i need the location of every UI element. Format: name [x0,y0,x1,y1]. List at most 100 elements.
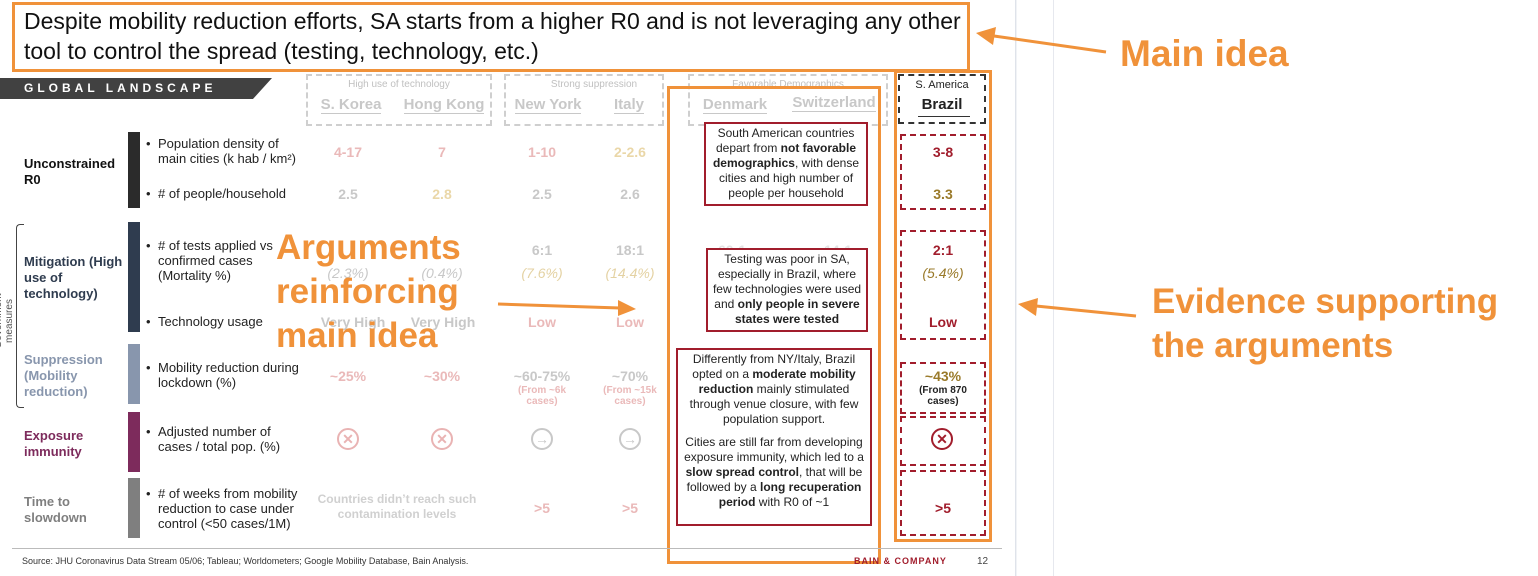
arguments-box [667,86,881,564]
row-label-r0: Unconstrained R0 [24,156,116,187]
row-bar-suppression [128,344,140,404]
slowdown-italy: >5 [622,500,638,516]
brazil-slowdown: >5 [935,500,951,516]
tech-s-korea: Very High [320,314,386,330]
tests-new-york: 6:1 [531,242,553,258]
slowdown-new-york: >5 [534,500,550,516]
bullet-density: Population density of main cities (k hab… [146,136,306,166]
mortality-italy: (14.4%) [605,265,655,281]
slide: Despite mobility reduction efforts, SA s… [0,0,1016,576]
tech-hong-kong: Very High [410,314,476,330]
page-number: 12 [977,556,989,567]
bullet-technology: Technology usage [146,314,306,329]
main-idea-box [12,2,970,72]
brazil-tests: 2:1 [932,242,954,258]
density-italy: 2-2.6 [614,144,646,160]
banner-text: GLOBAL LANDSCAPE [24,81,217,95]
callout-testing: Testing was poor in SA, especially in Br… [706,248,868,332]
slide-title: Despite mobility reduction efforts, SA s… [24,8,961,64]
row-bar-r0 [128,132,140,208]
brazil-household: 3.3 [933,186,953,202]
tech-new-york: Low [528,314,556,330]
country-brazil: Brazil [921,96,963,113]
bullet-household: # of people/household [146,186,306,201]
exposure-arrow-icon-italy: → [619,428,641,450]
brazil-tech: Low [929,314,957,330]
mortality-new-york: (7.6%) [521,265,563,281]
country-denmark: Denmark [702,96,768,114]
row-bar-slowdown [128,478,140,538]
row-label-exposure: Exposure immunity [24,428,84,459]
tech-italy: Low [616,314,644,330]
household-italy: 2.6 [620,186,640,202]
arrow-to-evidence [1018,298,1137,318]
section-banner: GLOBAL LANDSCAPE [0,78,272,99]
brazil-mortality: (5.4%) [922,265,964,281]
country-new-york: New York [514,96,582,114]
household-new-york: 2.5 [532,186,552,202]
panel-divider [1053,0,1054,576]
main-idea-annotation: Main idea [1120,33,1289,74]
brand-text: BAIN & COMPANY [854,556,947,566]
brazil-mitigation-box [900,230,986,340]
brazil-mobility: ~43% [924,368,962,384]
tests-italy: 18:1 [615,242,645,258]
arguments-annotation: Arguments reinforcing main idea [276,228,461,355]
row-bar-exposure [128,412,140,472]
group-label-demographics: Favorable Demographics [732,79,844,90]
country-italy: Italy [613,96,644,114]
mobility-s-korea: ~25% [329,368,367,384]
mortality-hong-kong: (0.4%) [421,265,463,281]
brazil-underline [918,116,970,117]
brazil-density: 3-8 [932,144,954,160]
mortality-s-korea: (2.3%) [327,265,369,281]
bullet-tests: # of tests applied vs confirmed cases (M… [146,238,306,283]
mobility-sub-new-york: (From ~6k cases) [517,385,567,407]
evidence-annotation: Evidence supporting the arguments [1152,282,1499,365]
brazil-suppression-box [900,362,986,414]
group-box-technology [306,74,492,126]
row-label-suppression: Suppression (Mobility reduction) [24,352,103,399]
annotation-panel [1017,0,1538,576]
brazil-mobility-sub: (From 870 cases) [919,385,967,407]
slowdown-note: Countries didn’t reach such contaminatio… [317,492,477,521]
group-label-technology: High use of technology [348,79,450,90]
source-text: Source: JHU Coronavirus Data Stream 05/0… [22,556,469,566]
country-switzerland: Switzerland [792,94,876,112]
mobility-sub-italy: (From ~15k cases) [603,385,657,407]
row-bar-mitigation [128,222,140,332]
exposure-arrow-icon-new-york: → [531,428,553,450]
density-hong-kong: 7 [438,144,446,160]
sa-group-box [898,74,986,124]
brazil-r0-box [900,134,986,210]
density-new-york: 1-10 [527,144,557,160]
bullet-exposure: Adjusted number of cases / total pop. (%… [146,424,296,454]
arrow-to-main-idea [976,27,1107,54]
country-hong-kong: Hong Kong [403,96,485,114]
brazil-exposure-box [900,416,986,466]
exposure-x-icon-s-korea: ✕ [337,428,359,450]
mobility-italy: ~70% [611,368,649,384]
arrow-to-arguments [497,300,636,316]
row-label-mitigation: Mitigation (High use of technology) [24,254,123,301]
group-label-suppression: Strong suppression [550,79,638,90]
gov-measures-bracket [16,224,24,408]
group-box-suppression [504,74,664,126]
brazil-slowdown-box [900,470,986,536]
mobility-hong-kong: ~30% [423,368,461,384]
density-s-korea: 4-17 [333,144,363,160]
sa-group-label: S. America [915,79,969,91]
bullet-slowdown: # of weeks from mobility reduction to ca… [146,486,306,531]
evidence-box [894,70,992,542]
mobility-new-york: ~60-75% [513,368,571,384]
footer-divider [12,548,1002,549]
household-s-korea: 2.5 [338,186,358,202]
country-s-korea: S. Korea [320,96,382,114]
household-hong-kong: 2.8 [432,186,452,202]
callout-demographics: South American countries depart from not… [704,122,868,206]
exposure-x-icon-brazil: ✕ [931,428,953,450]
row-label-slowdown: Time to slowdown [24,494,87,525]
exposure-x-icon-hong-kong: ✕ [431,428,453,450]
bullet-mobility: Mobility reduction during lockdown (%) [146,360,306,390]
callout-mobility: Differently from NY/Italy, Brazil opted … [676,348,872,526]
